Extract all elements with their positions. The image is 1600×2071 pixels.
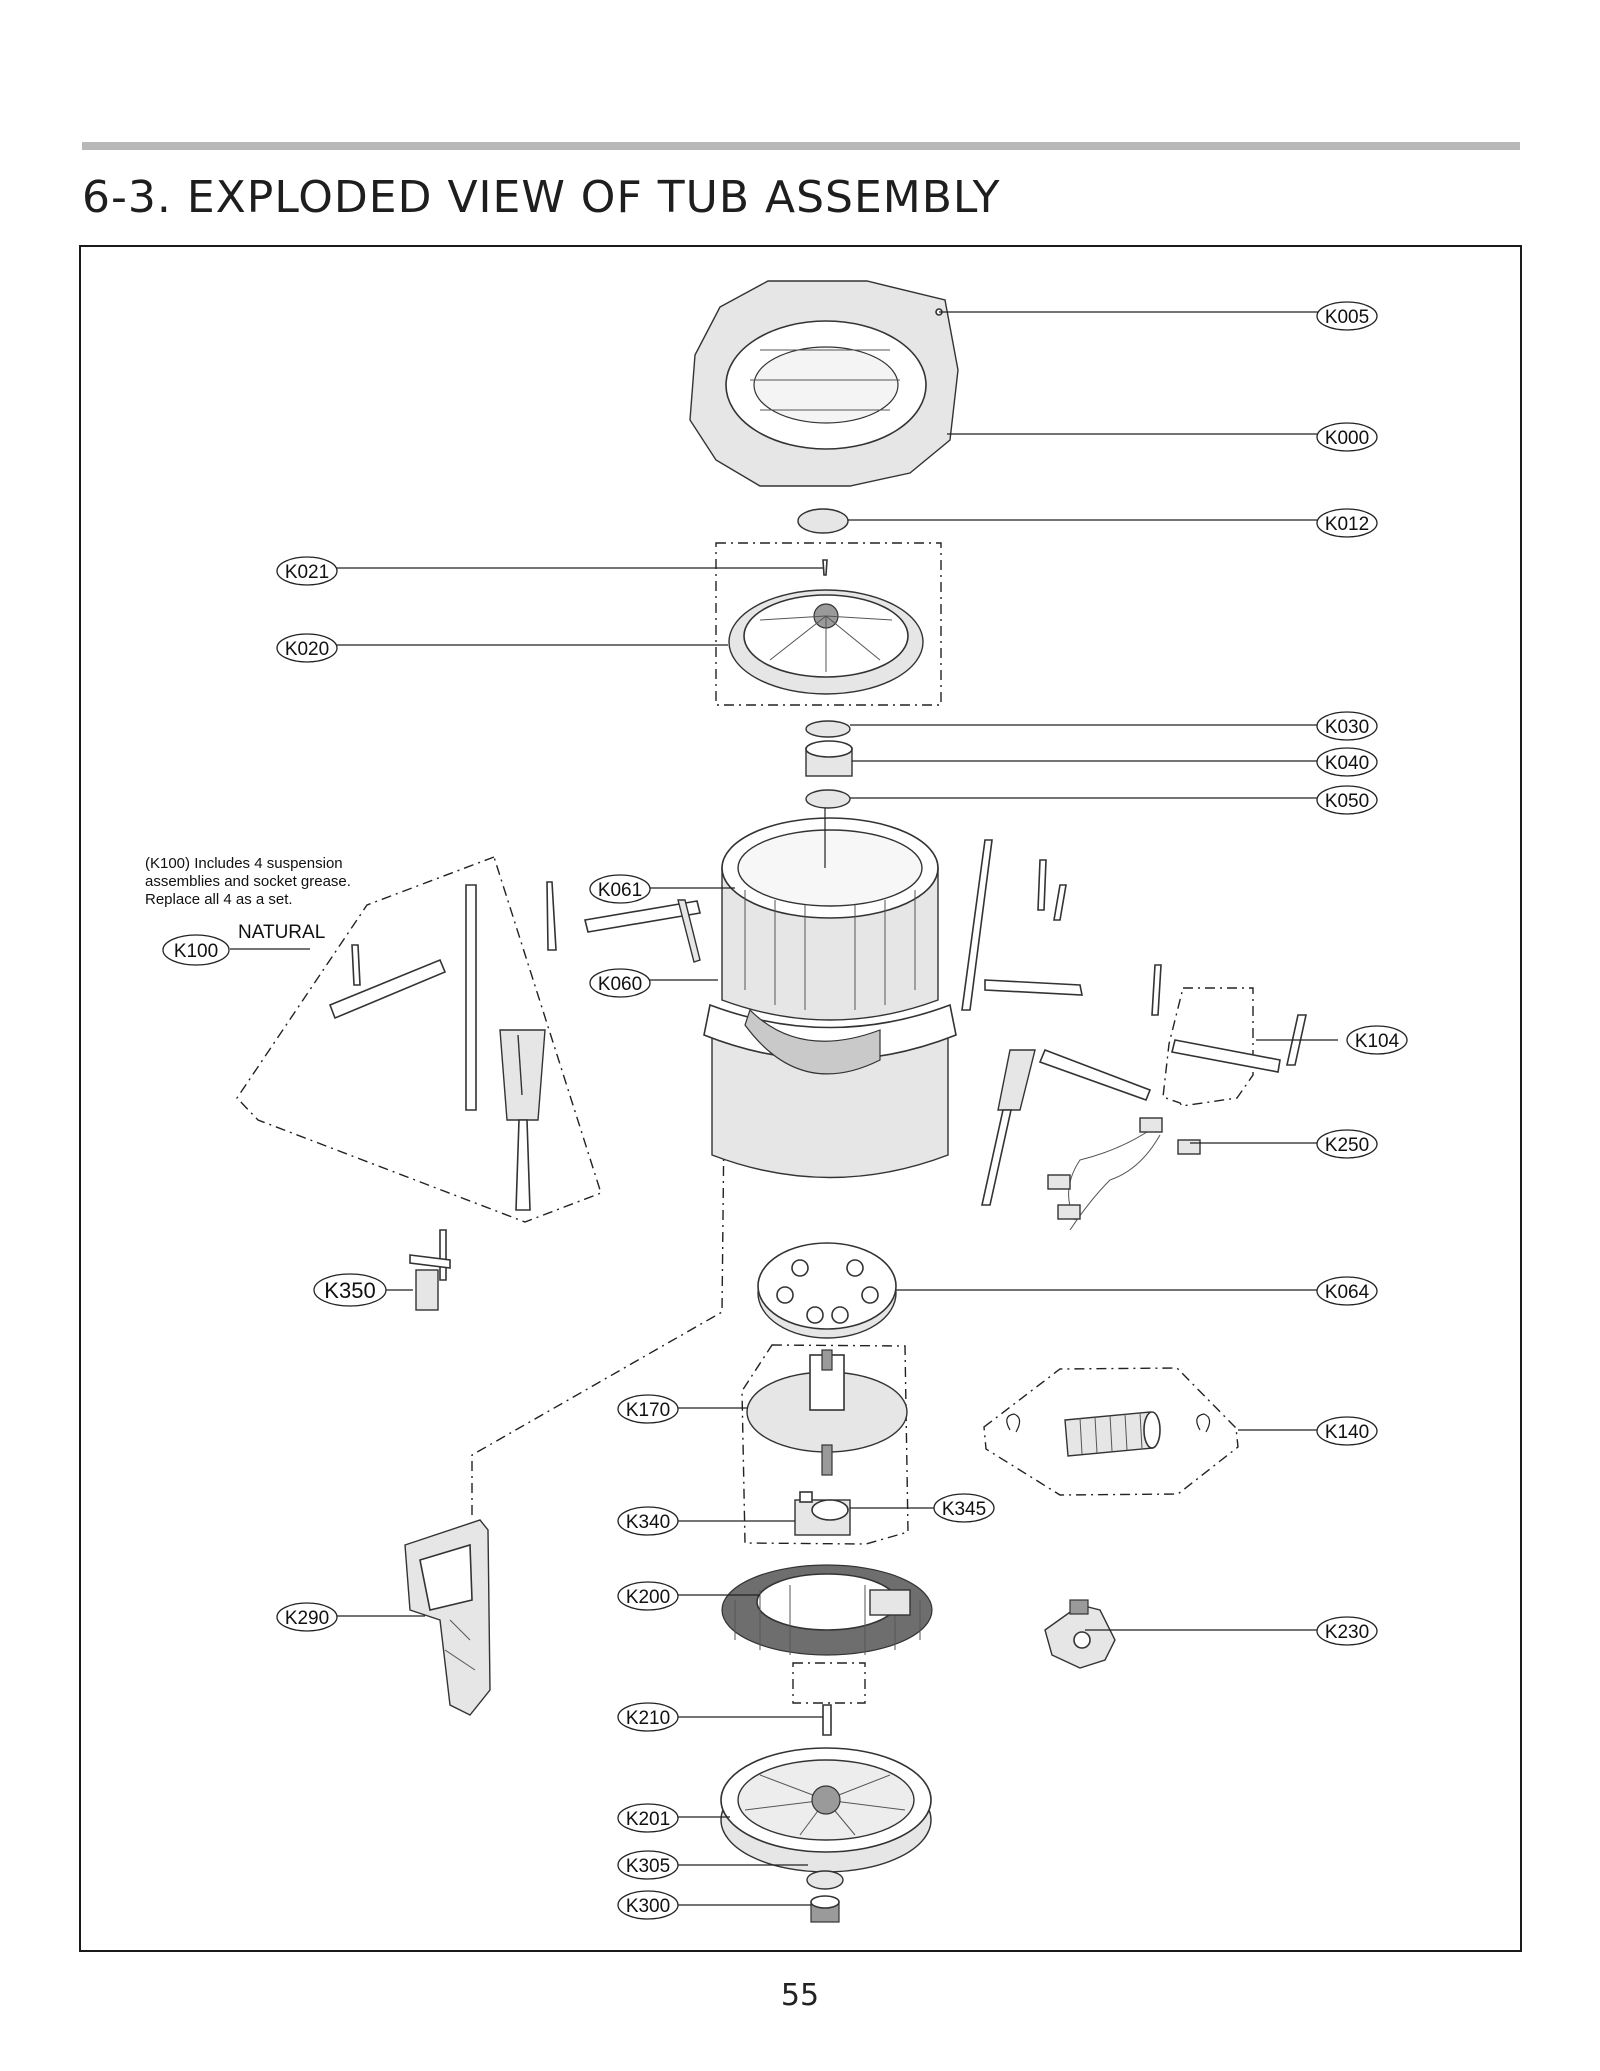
wire-harness-part: [1047, 1117, 1201, 1231]
callout-k100: K100: [162, 934, 230, 966]
natural-label: NATURAL: [238, 922, 325, 943]
callout-k290: K290: [276, 1602, 338, 1632]
k140-hose-outline: [983, 1367, 1239, 1496]
callout-k201-label: K201: [626, 1809, 670, 1830]
callout-k140-label: K140: [1325, 1422, 1369, 1443]
callout-k250-label: K250: [1325, 1135, 1369, 1156]
bolt-k021-part: [822, 559, 828, 576]
callout-k005-label: K005: [1325, 307, 1369, 328]
callout-k201: K201: [617, 1803, 679, 1833]
callout-k012: K012: [1316, 508, 1378, 538]
callout-k040: K040: [1316, 747, 1378, 777]
callout-k210-label: K210: [626, 1708, 670, 1729]
pulsator-group-outline: [715, 542, 942, 706]
tub-drum-part: [703, 817, 957, 1179]
callout-k064: K064: [1316, 1276, 1378, 1306]
drain-hose-part: [1006, 1411, 1211, 1457]
note-line-3: Replace all 4 as a set.: [145, 891, 293, 908]
callout-k230: K230: [1316, 1616, 1378, 1646]
stator-part: [721, 1564, 933, 1656]
callout-k305: K305: [617, 1850, 679, 1880]
nut-k300-part: [810, 1895, 840, 1923]
suspension-group-outline: [236, 856, 602, 1223]
page-number: 55: [780, 1978, 820, 2013]
k290-dashed-connector: [471, 1121, 725, 1520]
rotor-part: [720, 1747, 932, 1873]
plate-k064-part: [757, 1242, 897, 1339]
leader-lines: [230, 311, 1338, 1906]
callout-k340: K340: [617, 1506, 679, 1536]
callout-k140: K140: [1316, 1416, 1378, 1446]
suspension-rods-right-part: [961, 839, 1162, 1206]
callout-k305-label: K305: [626, 1856, 670, 1877]
header-rule: [82, 142, 1520, 150]
washer-k305-part: [806, 1870, 844, 1890]
callout-k000: K000: [1316, 422, 1378, 452]
suspension-rods-left-part: [328, 881, 701, 1211]
pulsator-part: [728, 589, 924, 695]
callout-k210: K210: [617, 1702, 679, 1732]
callout-k350: K350: [313, 1273, 387, 1307]
callout-k030: K030: [1316, 711, 1378, 741]
callout-k020-label: K020: [285, 639, 329, 660]
callout-k021-label: K021: [285, 562, 329, 583]
callout-k061: K061: [589, 874, 651, 904]
tub-cover-part: [689, 280, 959, 487]
seal-k030-part: [805, 720, 851, 738]
callout-k012-label: K012: [1325, 514, 1369, 535]
callout-k040-label: K040: [1325, 753, 1369, 774]
page-title: 6-3. EXPLODED VIEW OF TUB ASSEMBLY: [82, 172, 1001, 223]
hall-sensor-part: [794, 1491, 851, 1536]
callout-k350-label: K350: [324, 1278, 375, 1303]
washer-k050-part: [805, 789, 851, 809]
callout-k250: K250: [1316, 1129, 1378, 1159]
callout-k170: K170: [617, 1394, 679, 1424]
k104-rod-part: [1171, 1014, 1307, 1073]
diagram-frame: [79, 245, 1522, 1952]
callout-k340-label: K340: [626, 1512, 670, 1533]
stator-center-outline: [792, 1662, 866, 1704]
bracket-k290-part: [404, 1519, 491, 1716]
callout-k230-label: K230: [1325, 1622, 1369, 1643]
callout-k050: K050: [1316, 785, 1378, 815]
callout-k170-label: K170: [626, 1400, 670, 1421]
callout-k104: K104: [1346, 1025, 1408, 1055]
callout-k345-label: K345: [942, 1499, 986, 1520]
callout-k345: K345: [933, 1493, 995, 1523]
nut-k040-part: [805, 740, 853, 777]
note-line-1: (K100) Includes 4 suspension: [145, 855, 343, 872]
callout-k061-label: K061: [598, 880, 642, 901]
callout-k300-label: K300: [626, 1896, 670, 1917]
callout-k290-label: K290: [285, 1608, 329, 1629]
callout-k060-label: K060: [598, 974, 642, 995]
callout-k200-label: K200: [626, 1587, 670, 1608]
callout-k030-label: K030: [1325, 717, 1369, 738]
callout-k104-label: K104: [1355, 1031, 1400, 1052]
note-line-2: assemblies and socket grease.: [145, 873, 351, 890]
callout-k300: K300: [617, 1890, 679, 1920]
callout-k100-label: K100: [174, 941, 218, 962]
callout-k021: K021: [276, 556, 338, 586]
callout-k050-label: K050: [1325, 791, 1369, 812]
callout-k000-label: K000: [1325, 428, 1369, 449]
sensor-k230-part: [1044, 1599, 1116, 1669]
shaft-group-outline: [741, 1344, 909, 1545]
callout-k020: K020: [276, 633, 338, 663]
bolt-k210-part: [822, 1704, 832, 1736]
callout-k064-label: K064: [1325, 1282, 1370, 1303]
callout-k005: K005: [1316, 301, 1378, 331]
cap-k012-part: [797, 508, 849, 534]
bearing-housing-part: [746, 1349, 908, 1476]
k100-note: (K100) Includes 4 suspension assemblies …: [145, 855, 351, 943]
sensor-k350-part: [409, 1229, 451, 1311]
callout-k200: K200: [617, 1581, 679, 1611]
callout-k060: K060: [589, 968, 651, 998]
